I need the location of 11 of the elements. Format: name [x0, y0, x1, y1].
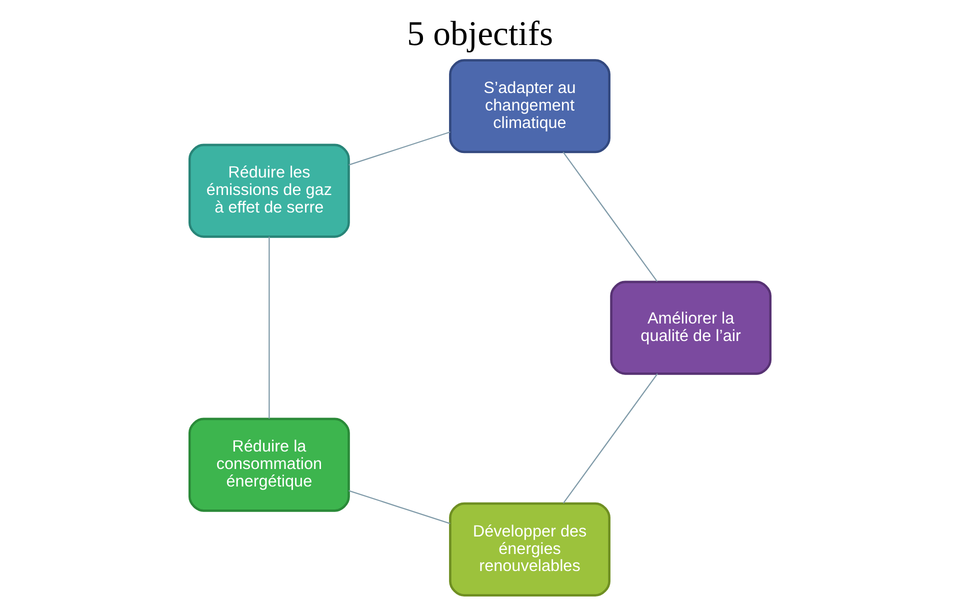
connector — [348, 490, 450, 524]
node-box: Améliorer la qualité de l’air — [610, 280, 772, 375]
node-box: S’adapter au changement climatique — [449, 59, 610, 154]
connector — [348, 131, 450, 166]
diagram-title: 5 objectifs — [406, 14, 554, 54]
connector — [562, 373, 658, 504]
node-box: Réduire les émissions de gaz à effet de serre — [188, 144, 350, 238]
node-box: Réduire la consommation énergétique — [188, 418, 350, 512]
node-box: Développer des énergies renouvelables — [449, 502, 610, 596]
connector — [562, 152, 658, 282]
connector — [268, 236, 270, 419]
